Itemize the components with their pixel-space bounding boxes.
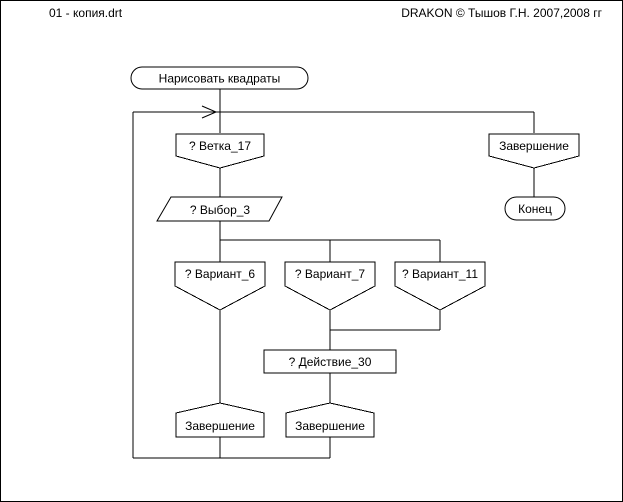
branch-label: ? Ветка_17 [189, 139, 251, 153]
action-label: ? Действие_30 [289, 355, 372, 369]
title-label: Нарисовать квадраты [159, 72, 281, 86]
address-1-shape[interactable] [175, 402, 265, 438]
case-1-label: ? Вариант_6 [185, 267, 256, 281]
case-1-shape[interactable] [174, 261, 266, 311]
end-label: Конец [518, 202, 552, 216]
case-2-shape[interactable] [284, 261, 376, 311]
connector-lines [132, 89, 535, 459]
action-box[interactable] [263, 349, 397, 374]
case-3-label: ? Вариант_11 [402, 267, 478, 281]
end-terminator[interactable] [504, 196, 566, 221]
case-2-label: ? Вариант_7 [295, 267, 366, 281]
address-2-label: Завершение [295, 419, 365, 433]
branch-icon-shape[interactable] [175, 133, 265, 169]
address-1-label: Завершение [185, 419, 255, 433]
address-2-shape[interactable] [285, 402, 375, 438]
copyright-text: DRAKON © Тышов Г.Н. 2007,2008 гг [401, 6, 602, 20]
choice-label: ? Выбор_3 [190, 203, 251, 217]
choice-icon-shape[interactable] [156, 196, 283, 222]
title-terminator[interactable] [130, 66, 309, 90]
branch-end-shape[interactable] [488, 133, 580, 169]
file-name: 01 - копия.drt [49, 6, 123, 20]
case-3-shape[interactable] [394, 261, 486, 311]
branch-end-label: Завершение [499, 139, 569, 153]
loop-arrow-icon [201, 105, 218, 119]
